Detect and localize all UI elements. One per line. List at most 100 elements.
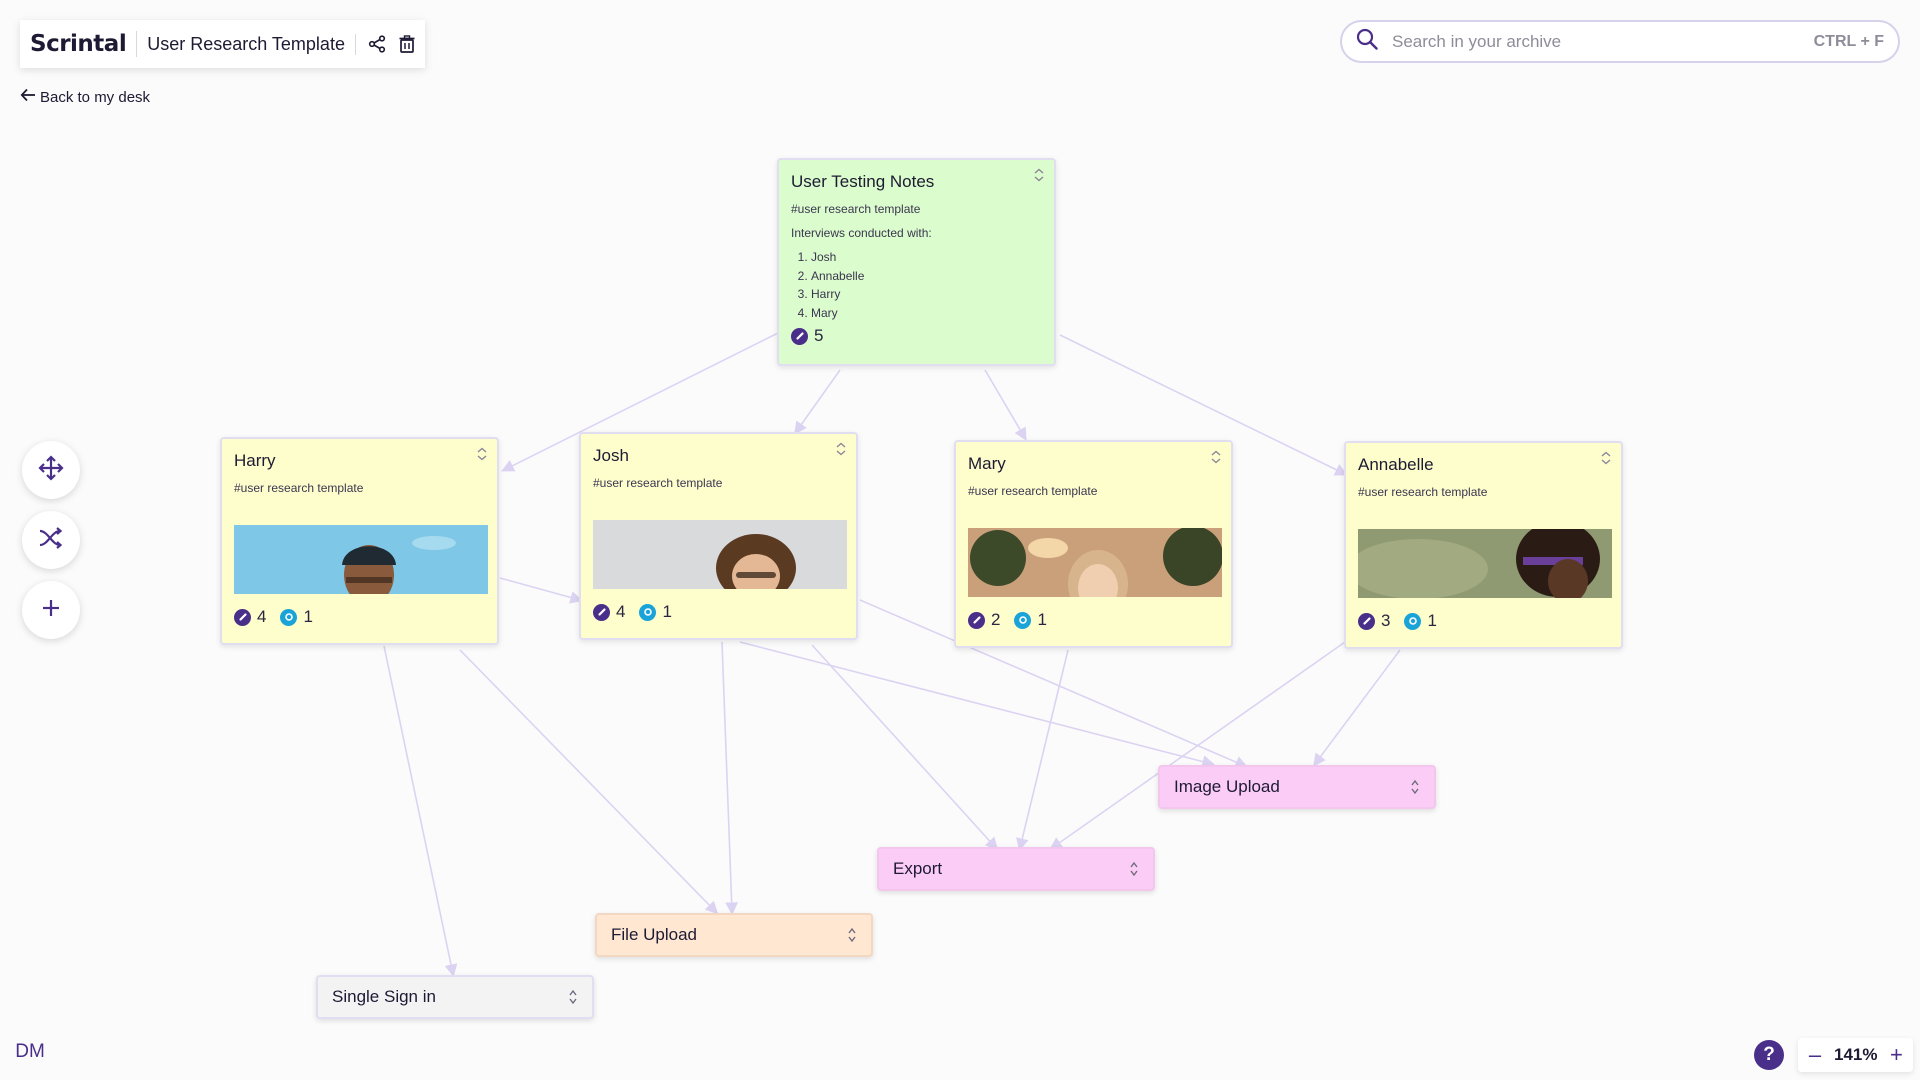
zoom-controls: ? – 141% + bbox=[1754, 1038, 1914, 1072]
edge bbox=[1049, 641, 1346, 850]
app-logo[interactable]: Scrintal bbox=[30, 31, 138, 57]
person-card-josh[interactable]: Josh #user research template 4 1 bbox=[579, 432, 858, 640]
attachment-icon bbox=[1404, 612, 1422, 630]
zoom-in-button[interactable]: + bbox=[1890, 1042, 1903, 1067]
link-count: 5 bbox=[814, 326, 824, 345]
board-toolbar: Scrintal User Research Template bbox=[20, 20, 425, 68]
list-item: Annabelle bbox=[811, 267, 1042, 286]
link-icon bbox=[968, 611, 985, 629]
card-title: User Testing Notes bbox=[791, 172, 935, 191]
feature-label: Image Upload bbox=[1174, 777, 1280, 796]
edge bbox=[811, 644, 999, 851]
card-title: Annabelle bbox=[1358, 455, 1434, 474]
edge bbox=[459, 649, 719, 915]
user-testing-notes-card[interactable]: User Testing Notes #user research templa… bbox=[777, 158, 1056, 366]
search-shortcut: CTRL + F bbox=[1813, 32, 1884, 50]
edge bbox=[984, 369, 1027, 441]
card-title: Josh bbox=[593, 446, 629, 465]
link-count: 2 bbox=[991, 610, 1001, 629]
attachment-count: 1 bbox=[662, 602, 672, 621]
attachment-count: 1 bbox=[1037, 610, 1047, 629]
card-counts: 2 1 bbox=[968, 610, 1219, 630]
link-count: 4 bbox=[257, 607, 267, 626]
up-down-chevrons-icon[interactable] bbox=[1410, 778, 1420, 796]
feature-card-file-upload[interactable]: File Upload bbox=[595, 913, 873, 957]
up-down-chevrons-icon[interactable] bbox=[568, 988, 578, 1006]
shuffle-layout-button[interactable] bbox=[22, 511, 80, 569]
edge bbox=[1059, 334, 1348, 476]
card-text: Interviews conducted with: bbox=[791, 226, 932, 240]
card-counts: 4 1 bbox=[234, 607, 485, 627]
help-button[interactable]: ? bbox=[1754, 1040, 1784, 1070]
interviewee-list: Josh Annabelle Harry Mary bbox=[791, 248, 1042, 322]
chevron-collapse-icon[interactable] bbox=[1599, 451, 1613, 465]
chevron-collapse-icon[interactable] bbox=[1209, 450, 1223, 464]
card-tag[interactable]: #user research template bbox=[234, 481, 364, 495]
edge bbox=[794, 369, 841, 435]
card-title: Harry bbox=[234, 451, 276, 470]
zoom-level: 141% bbox=[1834, 1045, 1878, 1064]
link-icon bbox=[1358, 612, 1375, 630]
search-input[interactable] bbox=[1390, 30, 1814, 53]
feature-label: File Upload bbox=[611, 925, 697, 944]
magnifier-icon bbox=[1356, 28, 1378, 55]
edge bbox=[1313, 649, 1401, 767]
link-count: 3 bbox=[1381, 611, 1391, 630]
card-counts: 4 1 bbox=[593, 602, 844, 622]
profile-photo bbox=[968, 528, 1222, 597]
back-label: Back to my desk bbox=[40, 88, 151, 106]
up-down-chevrons-icon[interactable] bbox=[847, 926, 857, 944]
person-card-harry[interactable]: Harry #user research template 4 1 bbox=[220, 437, 499, 645]
share-icon[interactable] bbox=[368, 33, 386, 55]
card-title: Mary bbox=[968, 454, 1006, 473]
search-bar[interactable]: CTRL + F bbox=[1340, 20, 1900, 63]
move-arrows-icon bbox=[38, 454, 64, 486]
edge bbox=[499, 577, 584, 604]
profile-photo bbox=[234, 525, 488, 594]
card-tag[interactable]: #user research template bbox=[968, 484, 1098, 498]
list-item: Mary bbox=[811, 304, 1042, 323]
attachment-icon bbox=[1014, 611, 1032, 629]
chevron-collapse-icon[interactable] bbox=[1032, 168, 1046, 182]
board-title[interactable]: User Research Template bbox=[137, 33, 356, 55]
person-card-mary[interactable]: Mary #user research template 2 1 bbox=[954, 440, 1233, 648]
chevron-collapse-icon[interactable] bbox=[475, 447, 489, 461]
card-tag[interactable]: #user research template bbox=[791, 202, 921, 216]
feature-card-single-sign-in[interactable]: Single Sign in bbox=[316, 975, 594, 1019]
zoom-box: – 141% + bbox=[1798, 1038, 1914, 1072]
edge bbox=[859, 599, 1248, 769]
trash-icon[interactable] bbox=[398, 33, 416, 55]
shuffle-icon bbox=[38, 526, 64, 554]
link-icon bbox=[791, 327, 808, 345]
list-item: Josh bbox=[811, 248, 1042, 267]
edge bbox=[1016, 649, 1069, 852]
arrow-left-icon bbox=[20, 88, 36, 106]
list-item: Harry bbox=[811, 285, 1042, 304]
up-down-chevrons-icon[interactable] bbox=[1129, 860, 1139, 878]
person-card-annabelle[interactable]: Annabelle #user research template 3 1 bbox=[1344, 441, 1623, 649]
feature-card-export[interactable]: Export bbox=[877, 847, 1155, 891]
zoom-out-button[interactable]: – bbox=[1808, 1042, 1822, 1067]
attachment-icon bbox=[639, 603, 657, 621]
card-tag[interactable]: #user research template bbox=[593, 476, 723, 490]
move-tool-button[interactable] bbox=[22, 441, 80, 499]
profile-photo bbox=[593, 520, 847, 589]
edge bbox=[501, 332, 779, 472]
card-counts: 3 1 bbox=[1358, 611, 1609, 631]
plus-icon bbox=[40, 597, 62, 624]
card-counts: 5 bbox=[791, 326, 1042, 346]
user-avatar[interactable]: DM bbox=[15, 1041, 45, 1062]
attachment-count: 1 bbox=[1427, 611, 1437, 630]
attachment-count: 1 bbox=[303, 607, 313, 626]
card-tag[interactable]: #user research template bbox=[1358, 485, 1488, 499]
edge bbox=[739, 641, 1216, 768]
chevron-collapse-icon[interactable] bbox=[834, 442, 848, 456]
edge bbox=[721, 641, 739, 916]
add-card-button[interactable] bbox=[22, 581, 80, 639]
edge bbox=[383, 645, 458, 978]
feature-card-image-upload[interactable]: Image Upload bbox=[1158, 765, 1436, 809]
attachment-icon bbox=[280, 608, 298, 626]
feature-label: Export bbox=[893, 859, 943, 878]
back-to-desk-link[interactable]: Back to my desk bbox=[20, 88, 150, 106]
